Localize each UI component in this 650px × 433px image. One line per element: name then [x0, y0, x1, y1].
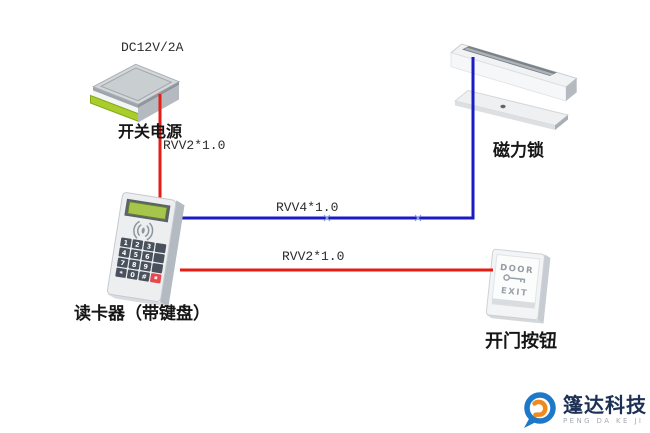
keypad-digit: 0: [130, 271, 136, 280]
keypad-red-key-glyph: [154, 276, 158, 280]
keypad-key: [118, 247, 131, 258]
contactless-icon: [133, 220, 154, 241]
keypad-digit: 2: [135, 240, 141, 249]
logo-pin-tail: [524, 417, 536, 428]
keypad-digit: 3: [146, 242, 152, 251]
keypad-key: [116, 257, 129, 268]
keypad-key: [130, 249, 142, 260]
exit-button-bottom-face: [486, 314, 544, 324]
cable-label-lock: RVV4*1.0: [276, 200, 339, 215]
brand-logo-icon: [524, 392, 556, 428]
power-supply-label: 开关电源: [118, 122, 183, 141]
keypad-key: [141, 251, 154, 262]
keypad-key: [138, 271, 150, 282]
card-reader-label: 读卡器（带键盘）: [74, 304, 210, 324]
keypad-digit: 9: [143, 262, 149, 271]
keypad-key: [140, 261, 152, 272]
magnetic-lock-device: [449, 43, 578, 130]
reader-side-face: [160, 200, 185, 307]
key-icon: [503, 274, 526, 284]
keypad-key: [131, 239, 144, 250]
logo-orange-mark: [532, 399, 548, 418]
reader-keypad: 1 2 3 4 5 6 7 8 9 * 0 #: [115, 237, 167, 284]
exit-button-side-face: [537, 254, 551, 324]
keypad-key: [151, 263, 164, 274]
exit-button-text-exit: EXIT: [500, 286, 528, 299]
keypad-digit: 7: [120, 259, 126, 268]
keypad-digit: 8: [131, 261, 137, 270]
lock-armature-hole: [500, 104, 506, 109]
exit-button-label: 开门按钮: [485, 331, 557, 352]
keypad-digit: 1: [123, 239, 129, 248]
card-reader-device: 1 2 3 4 5 6 7 8 9 * 0 #: [106, 192, 185, 307]
cable-junction-marks: [323, 214, 422, 222]
keypad-key: [143, 241, 155, 252]
reader-bottom-face: [106, 293, 169, 307]
magnetic-lock-label: 磁力锁: [493, 141, 544, 161]
keypad-digit: 4: [121, 249, 127, 258]
cable-label-power: RVV2*1.0: [163, 138, 226, 153]
lock-armature-endcap: [555, 115, 568, 130]
keypad-key: [153, 253, 165, 264]
exit-button-device: DOOR EXIT: [485, 248, 551, 324]
psu-front-panel: [93, 90, 138, 115]
cable-label-button: RVV2*1.0: [282, 249, 345, 264]
keypad-key: [120, 237, 132, 248]
brand-name: 篷达科技: [563, 393, 647, 417]
brand-subtitle: PENG DA KE JI: [563, 417, 644, 425]
cable-reader-to-lock: [177, 57, 475, 220]
keypad-digit: #: [141, 272, 148, 281]
exit-button-text-door: DOOR: [500, 263, 535, 277]
keypad-key: [126, 269, 139, 280]
lock-bar-endcap: [566, 78, 577, 101]
psu-top-inset: [99, 67, 173, 102]
power-supply-device: [90, 63, 181, 123]
reader-lcd-screen: [127, 201, 168, 221]
keypad-key: [128, 259, 140, 270]
keypad-key: [115, 267, 127, 278]
keypad-key: [154, 242, 167, 254]
lock-armature-edge: [455, 101, 555, 130]
lock-magnet-strip-inner: [464, 47, 554, 76]
brand-logo: 篷达科技 PENG DA KE JI: [521, 390, 647, 430]
keypad-digit: *: [119, 269, 124, 278]
exit-button-key-bevel: [491, 298, 536, 309]
keypad-digit: 5: [133, 251, 139, 260]
psu-front-lip: [93, 87, 138, 108]
power-spec-label: DC12V/2A: [121, 40, 184, 55]
keypad-digit: 6: [144, 252, 150, 261]
